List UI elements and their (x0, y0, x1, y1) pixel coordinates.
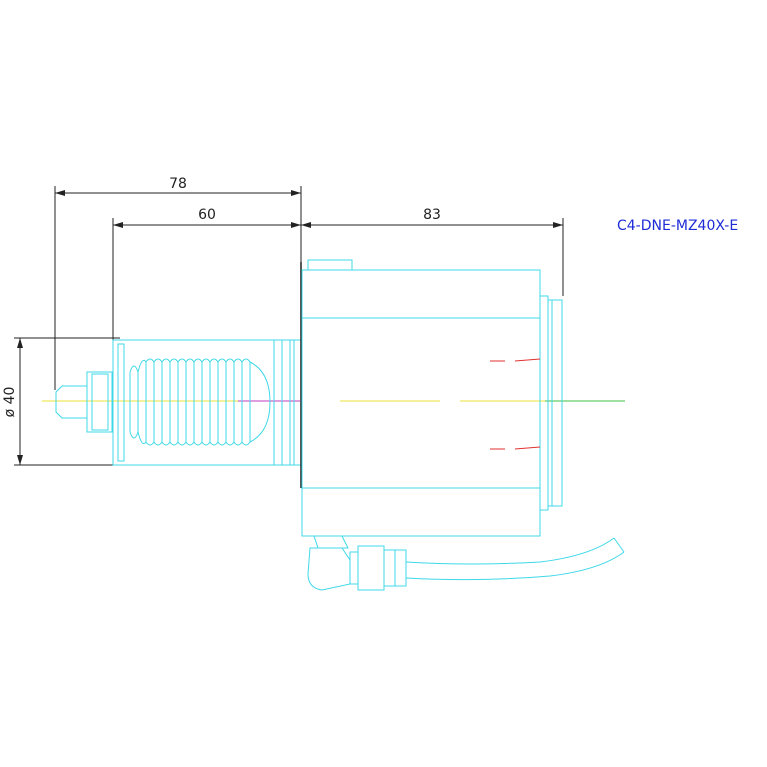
dimension-diameter-text: ø 40 (2, 387, 18, 418)
dimension-shank-length: 60 (112, 207, 301, 340)
dimension-body-length: 83 (301, 207, 564, 296)
dimension-overall-length-text: 78 (169, 176, 187, 192)
dimension-shank-length-text: 60 (198, 207, 216, 223)
dimension-body-length-text: 83 (423, 207, 441, 223)
tool-body (300, 259, 563, 537)
part-number-label: C4-DNE-MZ40X-E (617, 218, 738, 234)
dimension-overall-length: 78 (54, 176, 302, 390)
coolant-fitting (307, 535, 625, 591)
dimension-diameter: ø 40 (2, 337, 120, 466)
tool-shank (55, 339, 302, 466)
